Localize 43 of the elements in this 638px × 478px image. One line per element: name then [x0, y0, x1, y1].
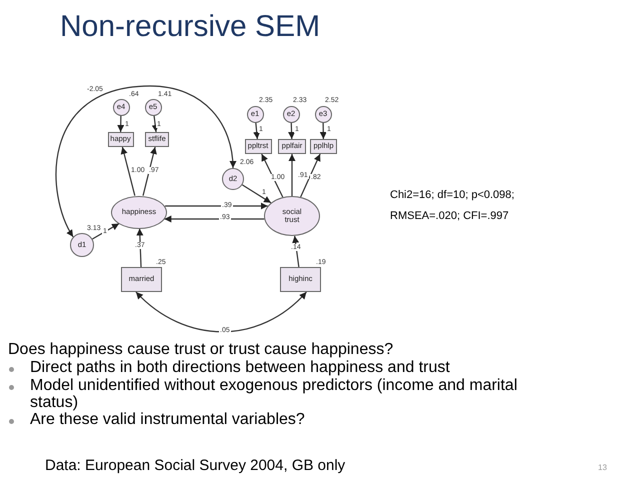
error-term-circle	[314, 106, 332, 122]
arrow	[300, 154, 321, 198]
error-term-circle	[70, 233, 94, 257]
source-note: Data: European Social Survey 2004, GB only	[45, 458, 346, 474]
error-term-circle	[144, 98, 162, 116]
observed-variable-box	[310, 139, 337, 154]
arrow	[142, 146, 157, 196]
error-term-circle	[222, 168, 244, 190]
question-text: Does happiness cause trust or trust cause happiness?	[8, 342, 394, 359]
observed-variable-box	[145, 132, 169, 147]
error-term-circle	[112, 98, 130, 116]
fit-statistics: RMSEA=.020; CFI=.997	[390, 211, 509, 223]
observed-variable-box	[280, 267, 321, 292]
arrow	[253, 122, 260, 140]
slide-title: Non-recursive SEM	[60, 10, 320, 44]
latent-variable-ellipse	[264, 196, 320, 236]
arrow	[320, 122, 327, 139]
arrow	[136, 228, 144, 268]
arrow	[92, 223, 120, 240]
latent-variable-ellipse	[111, 196, 167, 228]
fit-statistics: Chi2=16; df=10; p<0.098;	[390, 190, 514, 202]
page-number: 13	[598, 464, 607, 472]
arrow	[152, 115, 159, 132]
observed-variable-box	[121, 267, 162, 292]
arrow	[292, 236, 300, 268]
observed-variable-box	[244, 139, 272, 154]
arrow	[288, 154, 296, 196]
arrow	[165, 202, 268, 210]
error-term-circle	[246, 106, 264, 122]
arrow	[117, 116, 124, 132]
bullet-text: Are these valid instrumental variables?	[30, 412, 305, 429]
bullet-text: Direct paths in both directions between happiness and trust	[30, 360, 450, 377]
error-term-circle	[282, 106, 300, 122]
arrow	[288, 122, 296, 140]
arrow	[261, 154, 284, 198]
observed-variable-box	[278, 139, 306, 154]
observed-variable-box	[108, 132, 134, 147]
bullet-text: Model unidentified without exogenous predictors (income and marital status)	[30, 378, 518, 412]
curved-arrow	[136, 292, 307, 332]
curved-arrow	[56, 85, 236, 238]
arrow	[164, 216, 264, 222]
arrow	[242, 184, 272, 204]
arrow	[120, 146, 136, 196]
